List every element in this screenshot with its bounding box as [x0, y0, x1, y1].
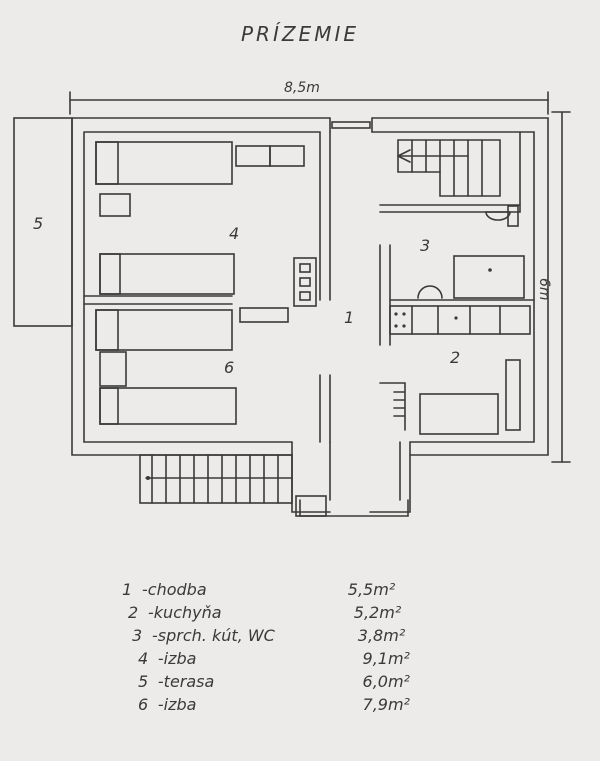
legend-row: 4- izba 9,1m²	[122, 647, 452, 670]
legend-area: 6,0m²	[362, 672, 410, 691]
room-number-5: 5	[33, 214, 44, 233]
room-number-3: 3	[420, 236, 431, 255]
legend-area: 5,2m²	[353, 603, 402, 622]
stairs-bottom	[139, 454, 293, 504]
room-number-4: 4	[229, 224, 240, 243]
plan-title: PRÍZEMIE	[241, 22, 359, 46]
legend-row: 6- izba 7,9m²	[122, 693, 452, 716]
legend-label: sprch. kút, WC	[157, 626, 275, 645]
stairs-top	[397, 139, 501, 197]
interior-walls	[83, 131, 535, 443]
legend-area: 7,9m²	[362, 695, 410, 714]
room-number-1: 1	[344, 308, 355, 327]
legend-num: 3	[132, 626, 143, 645]
entrance	[291, 441, 411, 517]
room-number-2: 2	[450, 348, 461, 367]
height-label: 6m	[536, 278, 552, 301]
outer-walls	[71, 117, 549, 456]
legend-label: kuchyňa	[153, 603, 222, 622]
legend-num: 4	[138, 649, 149, 668]
width-dimension-line	[69, 91, 549, 115]
legend-label: terasa	[163, 672, 215, 691]
legend-num: 1	[122, 580, 133, 599]
legend-num: 6	[138, 695, 149, 714]
width-label: 8,5m	[284, 80, 320, 96]
legend-label: izba	[163, 695, 197, 714]
legend-num: 2	[128, 603, 139, 622]
kitchen-counter	[389, 305, 531, 435]
legend-row: 1- chodba 5,5m²	[122, 578, 452, 601]
legend-num: 5	[138, 672, 149, 691]
room-4-furniture	[95, 141, 317, 307]
legend-area: 5,5m²	[347, 580, 396, 599]
legend-row: 5- terasa 6,0m²	[122, 670, 452, 693]
legend-area: 3,8m²	[357, 626, 406, 645]
room-6-furniture	[95, 307, 289, 425]
legend-label: izba	[163, 649, 197, 668]
height-dimension-line	[551, 111, 571, 463]
legend-row: 3- sprch. kút, WC 3,8m²	[122, 624, 452, 647]
legend-area: 9,1m²	[362, 649, 410, 668]
legend-row: 2- kuchyňa 5,2m²	[122, 601, 452, 624]
legend-label: chodba	[147, 580, 207, 599]
room-legend: 1- chodba 5,5m² 2- kuchyňa 5,2m² 3- sprc…	[122, 578, 452, 716]
room-number-6: 6	[224, 358, 235, 377]
bathroom-fixtures	[417, 205, 525, 299]
